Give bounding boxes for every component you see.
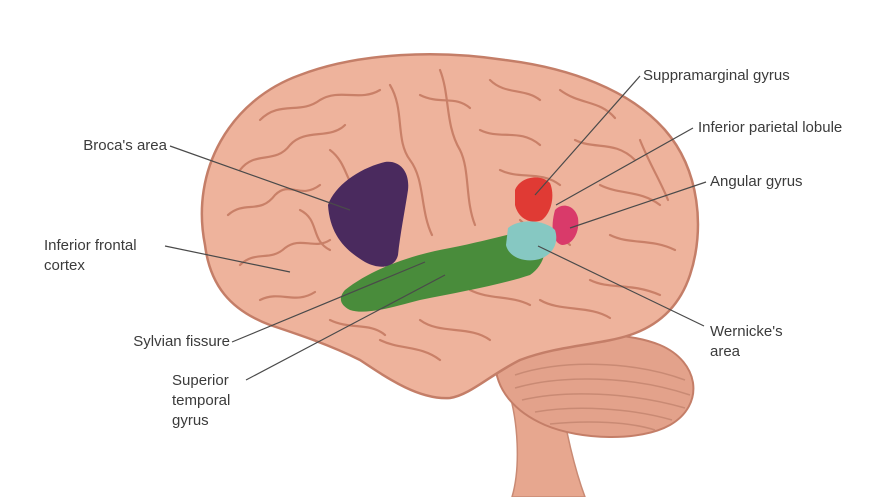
cerebellum-folia — [514, 363, 691, 431]
label-inferior-parietal: Inferior parietal lobule — [698, 119, 843, 136]
label-wernicke-line2: area — [710, 343, 741, 360]
label-inferior-frontal-line1: Inferior frontal — [44, 237, 137, 254]
leader-sylvian — [231, 261, 426, 343]
cerebrum — [200, 53, 700, 400]
label-broca: Broca's area — [83, 137, 167, 154]
label-angular: Angular gyrus — [710, 173, 803, 190]
leader-angular — [569, 181, 707, 229]
leader-lines — [164, 75, 707, 381]
label-superior-temporal: Superior temporal gyrus — [172, 371, 230, 431]
leader-broca — [169, 145, 351, 211]
leader-inferior-parietal — [555, 127, 694, 206]
leader-inferior-frontal — [164, 245, 291, 273]
leader-wernicke — [537, 245, 705, 327]
label-superior-temporal-line2: temporal — [172, 392, 231, 409]
supramarginal-region — [515, 177, 553, 222]
superior-temporal-region — [340, 228, 546, 312]
leader-superior-temporal — [245, 274, 446, 381]
leader-supramarginal — [534, 75, 641, 196]
angular-region — [552, 205, 579, 245]
label-superior-temporal-line1: Superior — [172, 372, 229, 389]
label-inferior-frontal-line2: cortex — [44, 257, 85, 274]
label-wernicke: Wernicke's area — [710, 322, 783, 362]
wernicke-region — [506, 221, 557, 261]
label-superior-temporal-line3: gyrus — [172, 412, 209, 429]
label-inferior-frontal: Inferior frontal cortex — [44, 236, 137, 276]
label-wernicke-line1: Wernicke's — [710, 323, 783, 340]
label-supramarginal: Suppramarginal gyrus — [643, 67, 790, 84]
gyri-folds — [226, 68, 677, 362]
label-sylvian: Sylvian fissure — [133, 333, 230, 350]
broca-region — [328, 161, 409, 267]
